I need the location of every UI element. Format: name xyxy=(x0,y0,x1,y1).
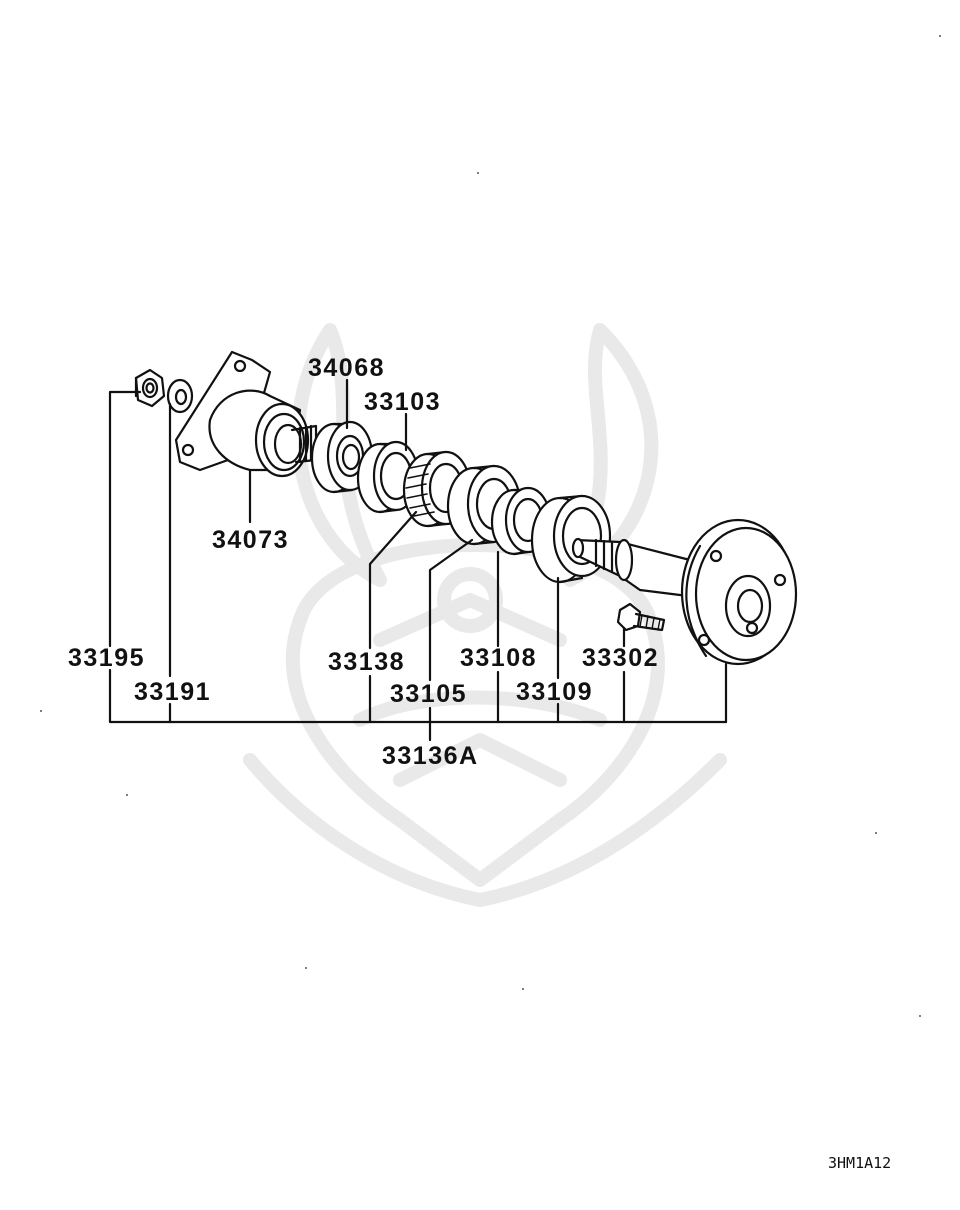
extension-housing-34073[interactable] xyxy=(174,350,318,478)
diagram-code: 3HM1A12 xyxy=(828,1154,892,1172)
leader-lines xyxy=(108,378,728,742)
oil-seal-33109[interactable] xyxy=(530,494,612,584)
callout-33109[interactable]: 33109 xyxy=(516,678,594,706)
callout-33103[interactable]: 33103 xyxy=(364,388,442,416)
washer-33191[interactable] xyxy=(166,378,194,414)
callout-33138[interactable]: 33138 xyxy=(328,648,406,676)
callout-33136A[interactable]: 33136A xyxy=(382,742,479,770)
callout-33302[interactable]: 33302 xyxy=(582,644,660,672)
callout-33108[interactable]: 33108 xyxy=(460,644,538,672)
callout-33191[interactable]: 33191 xyxy=(134,678,212,706)
callout-34073[interactable]: 34073 xyxy=(212,526,290,554)
callout-33105[interactable]: 33105 xyxy=(390,680,468,708)
spacer-ring-33103[interactable] xyxy=(356,440,420,514)
callout-33195[interactable]: 33195 xyxy=(68,644,146,672)
nut-33195[interactable] xyxy=(134,368,166,408)
scan-specks xyxy=(40,35,941,1017)
callout-34068[interactable]: 34068 xyxy=(308,354,386,382)
watermark-logo xyxy=(243,323,727,907)
output-shaft-33136A[interactable] xyxy=(571,518,798,666)
bolt-33302[interactable] xyxy=(616,602,666,632)
